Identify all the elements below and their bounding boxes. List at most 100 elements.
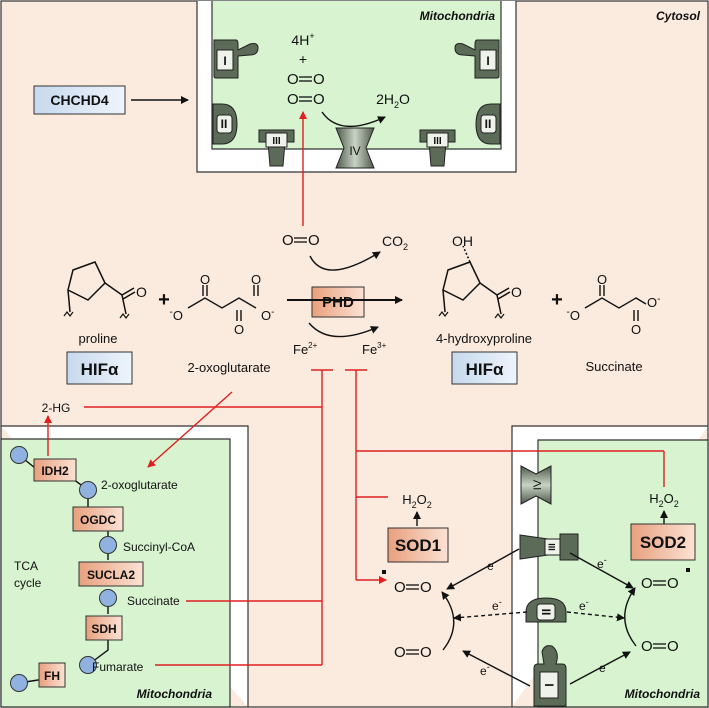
- succinate-oxygen-atom: O: [631, 322, 641, 337]
- mitochondria-top-label: Mitochondria: [420, 9, 496, 23]
- oxoglutarate-label: 2-oxoglutarate: [187, 360, 270, 375]
- svg-text:III: III: [547, 543, 557, 551]
- electron-label: e-: [492, 597, 502, 613]
- sod1-box: SOD1: [387, 527, 449, 563]
- superoxide-molecule: O O: [394, 579, 432, 596]
- tca-oxoglutarate-label: 2-oxoglutarate: [101, 478, 178, 492]
- inhibition-network: [44, 369, 665, 666]
- tca-succinate-label: Succinate: [127, 594, 180, 608]
- mitochondria-bottom-left-label: Mitochondria: [137, 687, 213, 701]
- svg-text:O: O: [420, 644, 432, 661]
- svg-text:II: II: [539, 609, 553, 616]
- electron-label: e-: [480, 662, 490, 678]
- tca-cycle-label-line2: cycle: [14, 576, 42, 590]
- radical-dot-icon: [686, 568, 690, 572]
- proline-label: proline: [78, 331, 117, 346]
- svg-text:SOD2: SOD2: [640, 533, 686, 552]
- svg-text:O: O: [313, 91, 325, 108]
- sucla2-box: [78, 561, 144, 587]
- radical-dot-icon: [382, 570, 386, 574]
- tca-cycle-label-line1: TCA: [14, 559, 38, 573]
- electron-transfer-arrows: [446, 548, 634, 687]
- svg-text:I: I: [542, 683, 556, 686]
- oxygen-molecule: O O: [641, 638, 679, 655]
- svg-text:I: I: [223, 54, 226, 68]
- tca-node: [79, 656, 97, 674]
- co2-label: CO2: [382, 233, 408, 252]
- idh2-box: [33, 458, 77, 482]
- plus-sign: +: [158, 289, 170, 311]
- svg-text:IV: IV: [349, 144, 360, 158]
- ogdc-box: [72, 506, 124, 532]
- h2o2-label-left: H2O2: [402, 492, 432, 510]
- oxygen-molecule: O O: [394, 644, 432, 661]
- electron-label: e-: [597, 555, 607, 571]
- svg-text:SOD1: SOD1: [395, 536, 441, 555]
- complex-one-icon: I: [213, 39, 259, 79]
- tca-cycle: IDH2 OGDC SUCLA2 SDH FH 2-oxoglutarate S…: [10, 446, 195, 692]
- oxygen-molecule: O O: [287, 71, 325, 88]
- phd-box: PHD: [311, 286, 365, 318]
- tca-node: [99, 589, 117, 607]
- svg-text:O: O: [641, 638, 653, 655]
- svg-text:OGDC: OGDC: [80, 513, 116, 527]
- mitochondrion-bottom-right: Mitochondria: [511, 425, 709, 708]
- electron-label: e-: [487, 557, 497, 573]
- oxoglutarate-oxygen-atom: O: [251, 272, 261, 287]
- svg-text:O: O: [308, 232, 320, 249]
- svg-text:SUCLA2: SUCLA2: [87, 568, 135, 582]
- electron-label: e-: [579, 597, 589, 613]
- complex-one-icon: I: [533, 645, 567, 707]
- complex-four-icon: IV: [335, 127, 375, 169]
- fe3-label: Fe3+: [362, 341, 387, 357]
- svg-text:O: O: [667, 575, 679, 592]
- svg-text:PHD: PHD: [322, 294, 354, 311]
- succinate-oxygen-atom: O: [597, 272, 607, 287]
- chchd4-box: CHCHD4: [33, 85, 126, 115]
- proline-structure: [63, 261, 136, 319]
- sdh-box: [85, 615, 123, 641]
- svg-text:CHCHD4: CHCHD4: [50, 92, 109, 108]
- oxoglutarate-oxygen-atom: -O: [170, 307, 183, 323]
- succinate-structure: [584, 285, 647, 321]
- plus-sign: +: [551, 289, 563, 311]
- complex-two-icon: II: [212, 103, 238, 145]
- sod2-box: SOD2: [630, 523, 696, 561]
- oxoglutarate-oxygen-atom: O-: [261, 307, 274, 323]
- tca-node: [10, 674, 28, 692]
- complex-three-icon: III: [519, 533, 579, 561]
- hif-alpha-box-left: HIFα: [66, 351, 133, 385]
- water-formation-arrow: [321, 111, 386, 128]
- complex-two-icon: II: [525, 597, 567, 623]
- oxygen-molecule: O O: [287, 91, 325, 108]
- cytosol-label: Cytosol: [656, 9, 701, 23]
- fe2-label: Fe2+: [293, 341, 318, 357]
- mitochondrion-top: Mitochondria: [196, 1, 517, 173]
- tca-node: [99, 536, 117, 554]
- hydroxyproline-oxygen-atom: O: [511, 284, 522, 300]
- svg-text:O: O: [394, 644, 406, 661]
- hydroxyproline-label: 4-hydroxyproline: [436, 331, 532, 346]
- h2o2-label-right: H2O2: [649, 491, 679, 509]
- complex-four-icon: IV: [520, 465, 552, 505]
- complex-two-icon: II: [475, 103, 501, 145]
- superoxide-molecule: O O: [641, 575, 679, 592]
- superoxide-formation-arrow: [441, 591, 455, 651]
- svg-text:I: I: [486, 54, 489, 68]
- succinate-oxygen-atom: -O: [567, 307, 580, 323]
- oxoglutarate-structure: [187, 285, 259, 321]
- oxygen-molecule: O O: [282, 232, 320, 249]
- svg-text:O: O: [420, 579, 432, 596]
- hif-alpha-box-right: HIFα: [451, 351, 518, 385]
- svg-text:FH: FH: [44, 669, 60, 683]
- succinate-label: Succinate: [585, 359, 642, 374]
- svg-text:O: O: [394, 579, 406, 596]
- svg-text:HIFα: HIFα: [466, 360, 504, 379]
- svg-text:O: O: [287, 91, 299, 108]
- complex-three-icon: III: [258, 129, 295, 167]
- svg-text:O: O: [287, 71, 299, 88]
- svg-text:O: O: [313, 71, 325, 88]
- svg-text:SDH: SDH: [91, 622, 116, 636]
- tca-node: [79, 481, 97, 499]
